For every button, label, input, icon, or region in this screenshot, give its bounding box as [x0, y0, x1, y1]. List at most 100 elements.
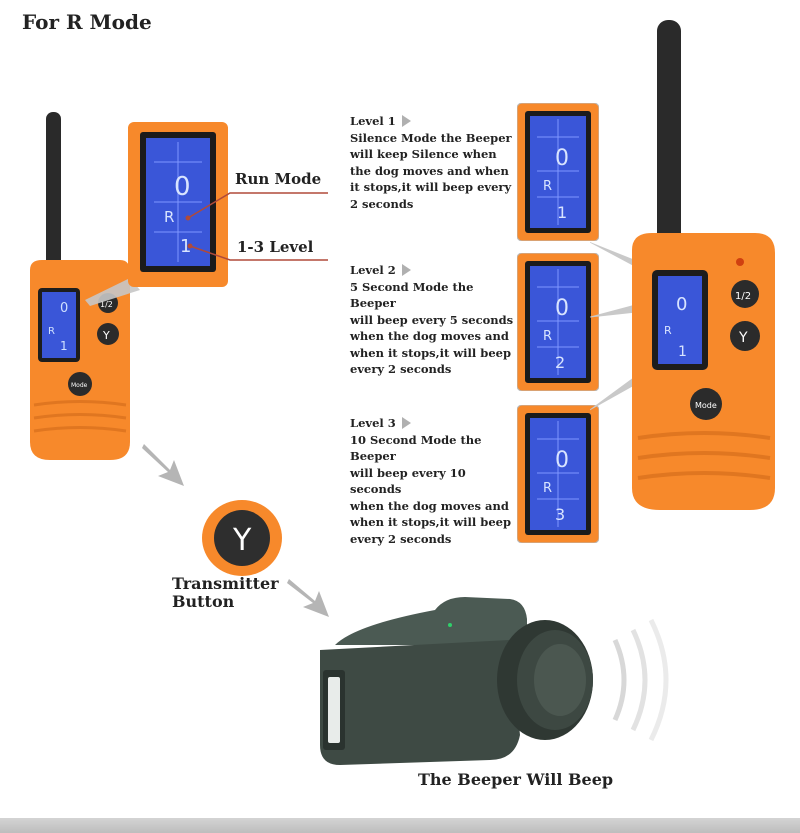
zoomed-screen-grid [154, 142, 202, 262]
level-1-screen: 0 R 1 [517, 103, 599, 241]
level-2-line-2: will beep every 5 seconds [350, 312, 514, 327]
level-pointer [189, 245, 328, 261]
beeper-side-slot-window [328, 677, 340, 743]
level-2-line-4: when it stops,it will beep [350, 345, 512, 360]
level-1-line-3: the dog moves and when [350, 163, 509, 178]
level-3-line-2: will beep every 10 seconds [350, 465, 466, 497]
zoomed-screen-value: 0 [174, 172, 191, 202]
callout-lines [185, 192, 328, 261]
right-remote-y-label: Y [738, 330, 748, 346]
beeper-status-led [448, 623, 452, 627]
run-mode-pointer-dot [185, 215, 191, 221]
level-2-line-3: when the dog moves and [350, 329, 509, 343]
right-remote-lcd-value: 0 [676, 294, 687, 315]
level-1-screen-mode: R [543, 179, 552, 194]
zoomed-screen-mode: R [164, 208, 174, 226]
right-remote-antenna [657, 20, 681, 245]
right-remote-led [736, 258, 744, 266]
left-remote-antenna [46, 112, 61, 277]
level-1-line-4: it stops,it will beep every [350, 180, 512, 194]
transmitter-button-label: Transmitter Button [172, 575, 279, 611]
level-3-title: Level 3 [350, 416, 396, 430]
page-title: For R Mode [22, 10, 152, 34]
right-remote-lcd [658, 276, 702, 364]
level-1-screen-value: 0 [555, 146, 569, 171]
level-3-screen-mode: R [543, 481, 552, 496]
level-2-screen-level: 2 [555, 353, 565, 372]
arrow-to-beeper-icon [287, 579, 329, 617]
level-pointer-dot [187, 243, 193, 249]
sound-wave-3 [648, 618, 669, 742]
right-remote-half-button[interactable] [731, 280, 759, 308]
footer-bar [0, 818, 800, 833]
left-remote-transmitter: 0 R 1 1/2 Y Mode [30, 112, 130, 460]
transmitter-button-face[interactable] [214, 510, 270, 566]
zoom-connector-shape [85, 278, 140, 306]
beeper-caption: The Beeper Will Beep [418, 770, 614, 789]
level-1-title: Level 1 [350, 114, 396, 128]
level-3-line-4: when it stops,it will beep [350, 515, 512, 529]
beeper-top-housing [335, 597, 527, 645]
level-1-line-5: 2 seconds [350, 196, 414, 211]
level-range-label: 1-3 Level [237, 238, 314, 256]
transmitter-button-label-line-2: Button [172, 592, 235, 611]
right-remote-lcd-mode: R [664, 324, 672, 337]
level-1-line-1: Silence Mode the Beeper [350, 130, 512, 145]
level-3-line-1: 10 Second Mode the Beeper [350, 432, 482, 464]
left-remote-mode-button[interactable] [68, 372, 92, 396]
left-remote-y-button[interactable] [97, 323, 119, 345]
right-remote-lcd-level: 1 [678, 344, 687, 360]
zoom-connector [85, 278, 140, 306]
arrow-to-beeper [287, 579, 329, 617]
run-mode-label: Run Mode [235, 170, 322, 188]
level-1-screen-grid [537, 119, 579, 225]
left-remote-lcd-level: 1 [60, 339, 68, 353]
left-remote-lcd-mode: R [48, 326, 55, 337]
sound-wave-2 [630, 628, 648, 732]
right-remote-transmitter: 0 R 1 1/2 Y Mode [590, 20, 775, 510]
left-remote-half-label: 1/2 [100, 300, 113, 309]
level-2-title: Level 2 [350, 263, 396, 277]
transmitter-button-label-line-1: Transmitter [172, 574, 279, 593]
level-2-line-1: 5 Second Mode the Beeper [350, 279, 474, 311]
level-1-screen-level: 1 [557, 203, 567, 222]
level-2-screen-value: 0 [555, 296, 569, 321]
right-remote-half-label: 1/2 [735, 291, 751, 302]
left-remote-lcd [42, 292, 76, 358]
right-remote-mode-label: Mode [695, 401, 717, 410]
left-remote-y-label: Y [102, 329, 110, 342]
right-remote-grip-ridges [637, 431, 771, 480]
level-3-line-3: when the dog moves and [350, 498, 509, 513]
level-3-screen: 0 R 3 [517, 405, 599, 543]
level-1-description: Level 1 Silence Mode the Beeper will kee… [350, 113, 520, 212]
level-2-line-5: every 2 seconds [350, 362, 452, 376]
level-3-description: Level 3 10 Second Mode the Beeper will b… [350, 415, 520, 547]
zoomed-screen: 0 R 1 [128, 122, 228, 287]
left-remote-lcd-value: 0 [60, 301, 68, 316]
beeper-main-body [320, 640, 520, 765]
level-2-screen: 0 R 2 [517, 253, 599, 391]
level-3-line-5: every 2 seconds [350, 531, 452, 546]
level-1-arrow-icon [401, 115, 411, 127]
right-remote-mode-button[interactable] [690, 388, 722, 420]
beeper-device [320, 597, 669, 765]
level-2-description: Level 2 5 Second Mode the Beeper will be… [350, 262, 520, 378]
level-2-screen-grid [537, 269, 579, 375]
level-3-screen-grid [537, 421, 579, 527]
level-3-screen-level: 3 [555, 505, 565, 524]
arrow-to-button-icon [142, 444, 184, 486]
transmitter-y-button: Y [202, 500, 282, 576]
level-3-screen-value: 0 [555, 448, 569, 473]
level-1-line-2: will keep Silence when [350, 147, 497, 161]
zoomed-screen-level: 1 [180, 236, 191, 257]
left-remote-mode-label: Mode [71, 382, 88, 389]
transmitter-button-glyph: Y [232, 523, 252, 558]
level-2-screen-mode: R [543, 329, 552, 344]
right-remote-y-button[interactable] [730, 321, 760, 351]
run-mode-pointer [187, 192, 328, 219]
arrow-to-button [142, 444, 184, 486]
left-remote-grip-ridges [33, 400, 127, 433]
beeper-speaker-center [534, 644, 586, 716]
sound-wave-1 [612, 638, 627, 722]
level-3-arrow-icon [401, 417, 411, 429]
